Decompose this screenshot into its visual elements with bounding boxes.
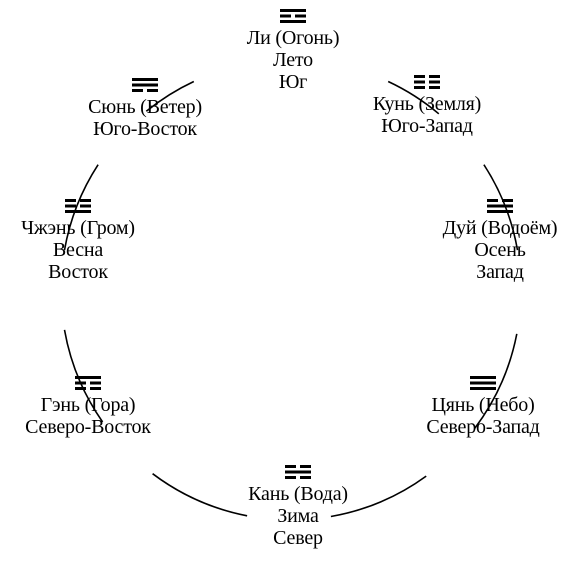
- node-kun-direction: Юго-Запад: [381, 115, 473, 137]
- trigram-bar: [295, 14, 306, 18]
- trigram-bar: [285, 470, 311, 474]
- trigram-zhen-icon: [65, 198, 91, 214]
- node-li-season: Лето: [273, 49, 313, 71]
- trigram-bar: [65, 204, 76, 208]
- trigram-dui-icon: [487, 198, 513, 214]
- trigram-bar: [65, 210, 91, 213]
- node-zhen-name: Чжэнь (Гром): [21, 217, 135, 239]
- circle-arc: [474, 333, 518, 429]
- trigram-bar: [300, 465, 311, 468]
- trigram-bar: [429, 75, 440, 78]
- trigram-bar: [502, 199, 513, 202]
- trigram-bar: [414, 75, 425, 78]
- circle-arc: [387, 80, 440, 115]
- trigram-bar: [75, 381, 86, 385]
- trigram-bar: [90, 381, 101, 385]
- trigram-bar: [132, 83, 158, 87]
- trigram-bar: [132, 89, 143, 92]
- node-gen: Гэнь (Гора) Северо-Восток: [0, 375, 203, 438]
- trigram-bar: [300, 476, 311, 479]
- trigram-gen-icon: [75, 375, 101, 391]
- node-dui-season: Осень: [474, 239, 526, 261]
- trigram-kun-icon: [414, 74, 440, 90]
- trigram-bar: [90, 387, 101, 390]
- node-li-name: Ли (Огонь): [246, 27, 340, 49]
- trigram-bar: [285, 465, 296, 468]
- circle-arc: [152, 473, 248, 517]
- node-dui: Дуй (Водоём) Осень Запад: [385, 198, 583, 283]
- node-xun: Сюнь (Ветер) Юго-Восток: [30, 77, 260, 140]
- trigram-bar: [414, 86, 425, 89]
- node-kun: Кунь (Земля) Юго-Запад: [312, 74, 542, 137]
- circle-arc: [330, 475, 427, 518]
- circle-arc: [63, 164, 99, 251]
- trigram-bar: [280, 14, 291, 18]
- trigram-bar: [280, 9, 306, 12]
- node-kun-name: Кунь (Земля): [372, 93, 482, 115]
- trigram-bar: [75, 387, 86, 390]
- trigram-bar: [132, 78, 158, 81]
- trigram-bar: [487, 199, 498, 202]
- trigram-bar: [280, 20, 306, 23]
- node-kan-name: Кань (Вода): [248, 483, 348, 505]
- trigram-bar: [285, 476, 296, 479]
- node-kan-season: Зима: [277, 505, 319, 527]
- trigram-bar: [147, 89, 158, 92]
- node-dui-direction: Запад: [476, 261, 524, 283]
- node-kan: Кань (Вода) Зима Север: [183, 464, 413, 549]
- node-dui-name: Дуй (Водоём): [442, 217, 558, 239]
- trigram-bar: [80, 204, 91, 208]
- node-qian-name: Цянь (Небо): [431, 394, 535, 416]
- trigram-bar: [65, 199, 76, 202]
- node-zhen-direction: Восток: [48, 261, 108, 283]
- node-li: Ли (Огонь) Лето Юг: [178, 8, 408, 93]
- trigram-bar: [470, 376, 496, 379]
- trigram-bar: [487, 204, 513, 208]
- trigram-bar: [75, 376, 101, 379]
- node-gen-name: Гэнь (Гора): [40, 394, 136, 416]
- node-gen-direction: Северо-Восток: [25, 416, 151, 438]
- trigram-bar: [80, 199, 91, 202]
- trigram-bar: [429, 86, 440, 89]
- trigram-bar: [429, 80, 440, 84]
- trigram-xun-icon: [132, 77, 158, 93]
- node-qian: Цянь (Небо) Северо-Запад: [368, 375, 583, 438]
- trigram-bar: [414, 80, 425, 84]
- node-qian-direction: Северо-Запад: [426, 416, 540, 438]
- trigram-qian-icon: [470, 375, 496, 391]
- node-li-direction: Юг: [278, 71, 308, 93]
- trigram-bar: [487, 210, 513, 213]
- node-zhen-season: Весна: [52, 239, 104, 261]
- trigram-bar: [470, 381, 496, 385]
- trigram-bar: [470, 387, 496, 390]
- node-xun-direction: Юго-Восток: [93, 118, 197, 140]
- trigram-kan-icon: [285, 464, 311, 480]
- node-kan-direction: Север: [273, 527, 323, 549]
- circle-arc: [145, 80, 195, 112]
- node-zhen: Чжэнь (Гром) Весна Восток: [0, 198, 193, 283]
- node-xun-name: Сюнь (Ветер): [88, 96, 202, 118]
- trigram-li-icon: [280, 8, 306, 24]
